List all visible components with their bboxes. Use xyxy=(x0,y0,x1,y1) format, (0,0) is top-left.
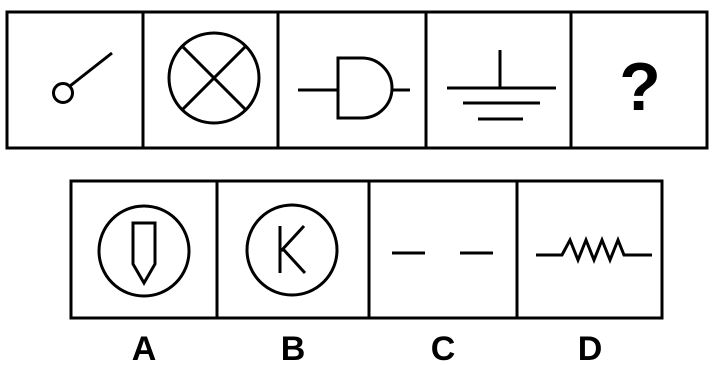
option-label-a: A xyxy=(132,330,157,365)
options-row: A B C D xyxy=(69,179,664,365)
option-b[interactable] xyxy=(245,203,339,297)
ground-symbol-icon xyxy=(447,50,556,121)
option-label-d: D xyxy=(578,330,603,365)
option-label-b: B xyxy=(281,330,306,365)
and-gate-symbol-icon xyxy=(298,56,410,120)
switch-symbol-icon xyxy=(52,51,113,104)
option-a[interactable] xyxy=(97,204,191,298)
resistor-symbol-icon xyxy=(536,235,652,265)
option-label-c: C xyxy=(431,330,456,365)
option-d[interactable] xyxy=(536,235,652,265)
options-frame xyxy=(69,179,664,320)
pen-tip-in-circle-icon xyxy=(97,204,191,298)
sequence-frame xyxy=(5,10,709,150)
letter-k-in-circle-icon xyxy=(245,203,339,297)
lamp-symbol-icon xyxy=(167,31,261,125)
sequence-row: ? xyxy=(5,10,709,150)
question-mark: ? xyxy=(619,49,661,125)
